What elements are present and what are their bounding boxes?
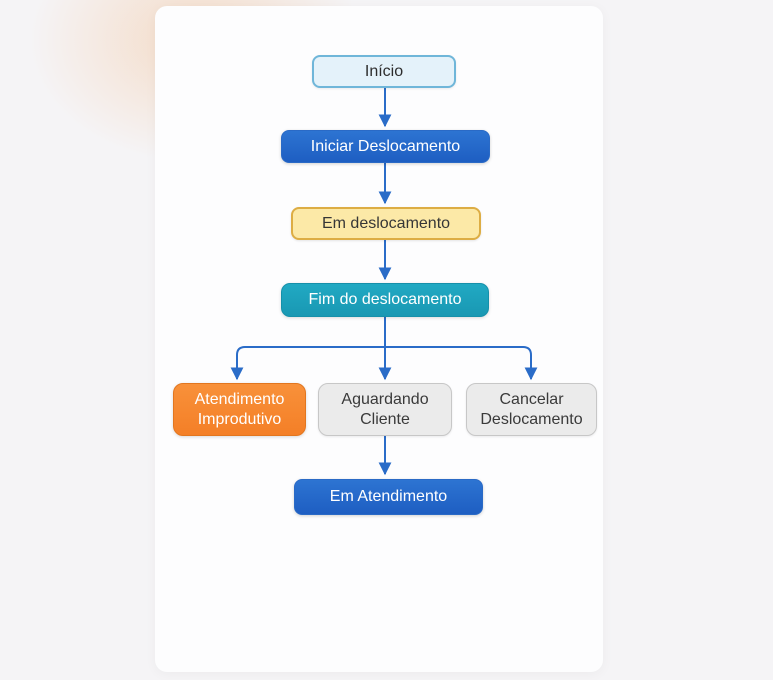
node-aguardando-cliente-label: Aguardando Cliente <box>341 390 429 428</box>
node-iniciar-deslocamento: Iniciar Deslocamento <box>281 130 490 163</box>
node-inicio-label: Início <box>364 62 404 80</box>
node-cancelar-deslocamento-label: Cancelar Deslocamento <box>480 390 583 428</box>
node-em-deslocamento: Em deslocamento <box>291 207 481 240</box>
flowchart-card <box>155 6 603 672</box>
node-inicio: Início <box>312 55 456 88</box>
node-fim-do-deslocamento: Fim do deslocamento <box>281 283 489 317</box>
node-em-atendimento: Em Atendimento <box>294 479 483 515</box>
node-atendimento-improdutivo: Atendimento Improdutivo <box>173 383 306 436</box>
node-aguardando-cliente: Aguardando Cliente <box>318 383 452 436</box>
node-cancelar-deslocamento: Cancelar Deslocamento <box>466 383 597 436</box>
node-iniciar-deslocamento-label: Iniciar Deslocamento <box>310 137 461 155</box>
node-fim-do-deslocamento-label: Fim do deslocamento <box>308 291 462 309</box>
node-atendimento-improdutivo-label: Atendimento Improdutivo <box>194 390 285 428</box>
node-em-atendimento-label: Em Atendimento <box>329 488 448 506</box>
node-em-deslocamento-label: Em deslocamento <box>321 214 451 232</box>
